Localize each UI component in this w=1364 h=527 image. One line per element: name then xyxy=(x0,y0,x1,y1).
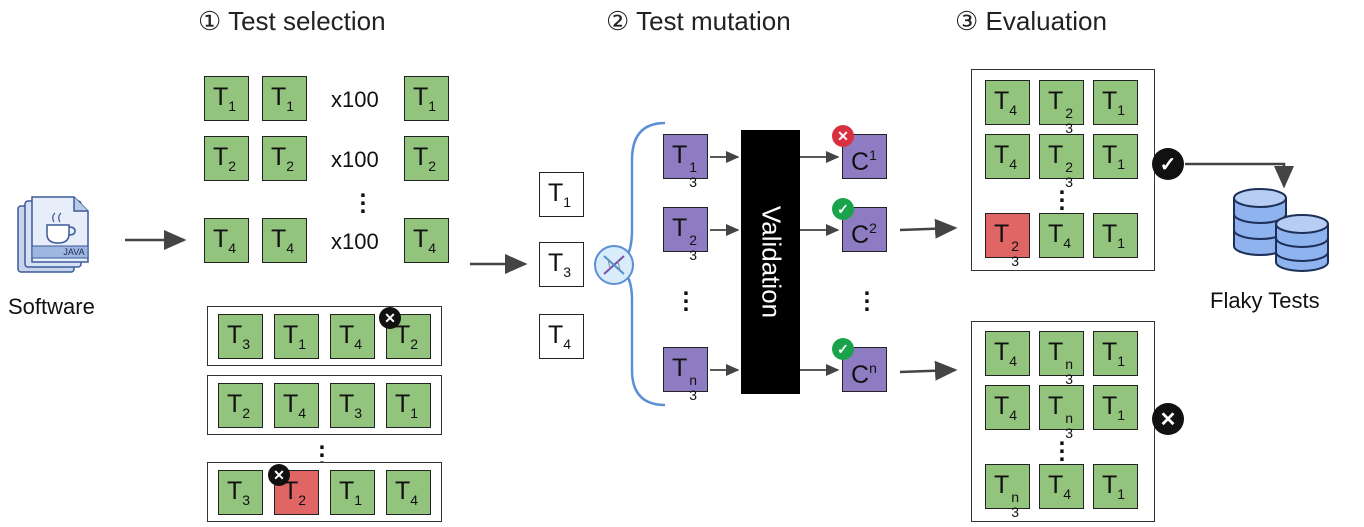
fail-x-icon: ✕ xyxy=(379,307,401,329)
test-box-t1: T1 xyxy=(404,76,449,121)
arrow-to-flaky-tests xyxy=(1185,162,1294,189)
eval-box-t1: T1 xyxy=(1093,385,1138,430)
accept-check-icon: ✓ xyxy=(832,338,854,360)
ellipsis-vertical: ... xyxy=(863,274,871,317)
test-box-t1: T1 xyxy=(204,76,249,121)
arrow-c2-to-eval xyxy=(899,218,958,239)
test-box-t2: T2 xyxy=(218,383,263,428)
java-file-icon xyxy=(16,196,92,280)
cross-circle-icon: ✕ xyxy=(1152,403,1184,435)
eval-box-t1: T1 xyxy=(1093,331,1138,376)
selected-test-t1: T1 xyxy=(539,172,584,217)
repeat-label: x100 xyxy=(331,229,379,254)
eval-box-t1: T1 xyxy=(1093,213,1138,258)
ellipsis-vertical: ... xyxy=(1058,424,1066,467)
accept-check-icon: ✓ xyxy=(832,198,854,220)
fail-x-icon: ✕ xyxy=(268,464,290,486)
eval-box-t4: T4 xyxy=(1039,213,1084,258)
stage-title-selection: ① Test selection xyxy=(198,6,386,36)
test-box-t1: T1 xyxy=(274,314,319,359)
test-box-t2: T2 xyxy=(404,136,449,181)
test-box-t4: T4 xyxy=(274,383,319,428)
test-box-t2-failed: T2 xyxy=(274,470,319,515)
database-icon xyxy=(1228,186,1336,278)
software-label: Software xyxy=(8,294,95,319)
test-box-t3: T3 xyxy=(218,314,263,359)
validation-label: Validation xyxy=(756,205,786,319)
eval-box-t4: T4 xyxy=(985,80,1030,125)
ellipsis-vertical: ... xyxy=(682,274,690,317)
test-box-t3: T3 xyxy=(218,470,263,515)
test-box-t1: T1 xyxy=(330,470,375,515)
test-box-t2: T2 xyxy=(386,314,431,359)
eval-box-t1: T1 xyxy=(1093,134,1138,179)
test-box-t1: T1 xyxy=(262,76,307,121)
repeat-label: x100 xyxy=(331,87,379,112)
test-box-t4: T4 xyxy=(262,218,307,263)
validation-block: Validation xyxy=(741,130,800,394)
selected-test-t3: T3 xyxy=(539,242,584,287)
ellipsis-vertical: ... xyxy=(359,176,367,219)
ellipsis-vertical: ... xyxy=(318,428,326,471)
stage-title-evaluation: ③ Evaluation xyxy=(955,6,1107,36)
reject-x-icon: ✕ xyxy=(832,125,854,147)
eval-box-t4: T4 xyxy=(1039,464,1084,509)
flaky-tests-label: Flaky Tests xyxy=(1210,288,1320,313)
ellipsis-vertical: ... xyxy=(1058,173,1066,216)
eval-box-t4: T4 xyxy=(985,134,1030,179)
eval-box-t4: T4 xyxy=(985,385,1030,430)
test-box-t4: T4 xyxy=(404,218,449,263)
java-file-label: JAVA xyxy=(63,247,85,257)
eval-box-t1: T1 xyxy=(1093,464,1138,509)
eval-box-t4: T4 xyxy=(985,331,1030,376)
dna-icon xyxy=(593,244,635,286)
test-box-t4: T4 xyxy=(204,218,249,263)
stage-title-mutation: ② Test mutation xyxy=(606,6,791,36)
test-box-t4: T4 xyxy=(386,470,431,515)
test-box-t4: T4 xyxy=(330,314,375,359)
test-box-t1: T1 xyxy=(386,383,431,428)
selected-test-t4: T4 xyxy=(539,314,584,359)
test-box-t3: T3 xyxy=(330,383,375,428)
eval-box-t1: T1 xyxy=(1093,80,1138,125)
check-circle-icon: ✓ xyxy=(1152,148,1184,180)
repeat-label: x100 xyxy=(331,147,379,172)
test-box-t2: T2 xyxy=(262,136,307,181)
test-box-t2: T2 xyxy=(204,136,249,181)
arrow-cn-to-eval xyxy=(899,360,958,381)
